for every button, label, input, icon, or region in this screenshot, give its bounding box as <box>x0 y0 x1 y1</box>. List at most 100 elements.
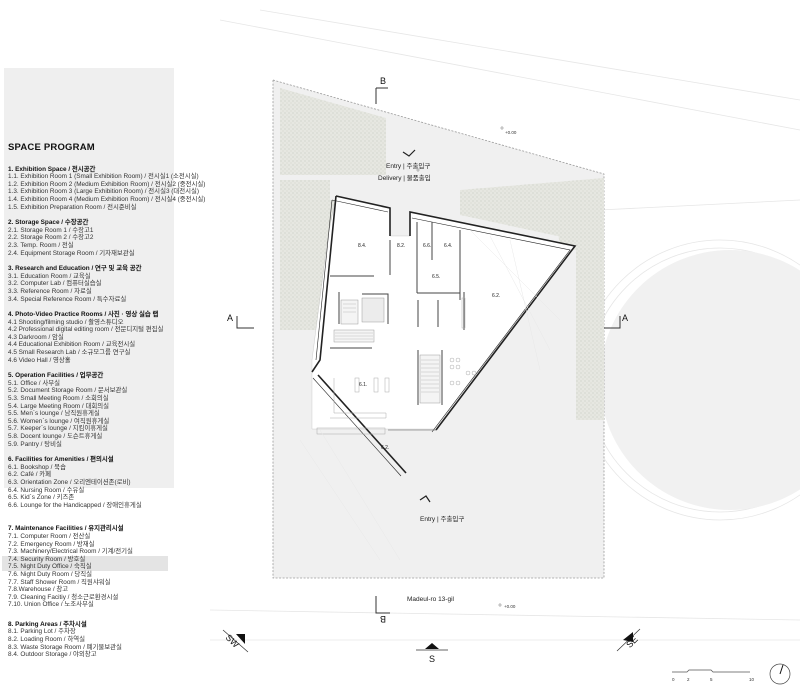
stair-treads <box>335 303 439 393</box>
section-heading: 4. Photo-Video Practice Rooms / 사진 · 영상 … <box>8 311 159 319</box>
legend-item: 7.3. Machinery/Electrical Room / 기계/전기실 <box>8 548 133 556</box>
delivery-label: Delivery | 물품출입 <box>378 175 431 182</box>
legend-item: 5.1. Office / 사무실 <box>8 379 60 387</box>
legend-item: 6.1. Bookshop / 북숍 <box>8 463 66 471</box>
legend-item: 7.5. Night Duty Office / 숙직실 <box>2 563 168 571</box>
legend-section-research: 3. Research and Education / 연구 및 교육 공간 3… <box>8 265 238 303</box>
legend-item: 1.3. Exhibition Room 3 (Large Exhibition… <box>8 188 200 196</box>
legend-item: 6.3. Orientation Zone / 오리엔테이션존(로비) <box>8 478 131 486</box>
legend-item: 8.4. Outdoor Storage / 야외창고 <box>8 651 97 659</box>
legend-item: 5.9. Pantry / 탕비실 <box>8 440 62 448</box>
section-heading: 1. Exhibition Space / 전시공간 <box>8 165 96 173</box>
legend-item: 7.9. Cleaning Facitiy / 청소근로환경시설 <box>8 593 119 601</box>
street-name-label: Madeul-ro 13-gil <box>407 596 454 603</box>
legend-section-amenities: 6. Facilities for Amenities / 편의시설 6.1. … <box>8 456 238 509</box>
section-heading: 8. Parking Areas / 주차시설 <box>8 620 87 628</box>
legend-item: 7.10. Union Office / 노조사무실 <box>8 601 94 609</box>
section-marker-top: B <box>380 76 387 86</box>
scale-bar <box>672 669 750 673</box>
north-arrow-icon <box>769 663 791 685</box>
roof-rays <box>299 229 561 561</box>
legend-item: 6.4. Nursing Room / 수유실 <box>8 486 85 494</box>
legend-item: 4.3 Darkroom / 암실 <box>8 333 64 341</box>
section-heading: 5. Operation Facilities / 업무공간 <box>8 372 104 380</box>
legend-item: 7.7. Staff Shower Room / 직원샤워실 <box>8 578 111 586</box>
legend-item: 2.3. Temp. Room / 전실 <box>8 241 74 249</box>
legend-item: 8.1. Parking Lot / 주차장 <box>8 628 76 636</box>
furniture <box>316 297 477 435</box>
legend-item: 3.2. Computer Lab / 컴퓨터실습실 <box>8 280 102 288</box>
legend-item: 6.5. Kid`s Zone / 키즈존 <box>8 494 75 502</box>
section-heading: 2. Storage Space / 수장공간 <box>8 219 89 227</box>
legend-item: 2.1. Storage Room 1 / 수장고1 <box>8 226 94 234</box>
legend-item: 1.1. Exhibition Room 1 (Small Exhibition… <box>8 173 199 181</box>
legend-item: 2.2. Storage Room 2 / 수장고2 <box>8 234 94 242</box>
level-mark-label: +0.00 <box>505 130 517 135</box>
legend-item: 4.4 Educational Exhibition Room / 교육전시실 <box>8 341 136 349</box>
legend-item: 5.7. Keeper`s lounge / 지킴이휴게실 <box>8 425 108 433</box>
room-label: 6.2. <box>381 445 390 451</box>
legend-item: 8.3. Waste Storage Room / 폐기물보관실 <box>8 643 122 651</box>
room-label: 6.5. <box>432 274 441 280</box>
room-label: 6.6. <box>423 243 432 249</box>
legend-item: 5.5. Men`s lounge / 남직원휴게실 <box>8 410 100 418</box>
scale-tick: 0 <box>672 677 675 682</box>
legend-section-exhibition: 1. Exhibition Space / 전시공간 1.1. Exhibiti… <box>8 166 238 212</box>
legend-item: 1.2. Exhibition Room 2 (Medium Exhibitio… <box>8 180 206 188</box>
legend-section-storage: 2. Storage Space / 수장공간 2.1. Storage Roo… <box>8 219 238 257</box>
legend-item: 7.8.Warehouse / 창고 <box>8 586 69 594</box>
scale-tick: 10 <box>749 677 755 682</box>
legend-item: 6.6. Lounge for the Handicapped / 장애인휴게실 <box>8 501 142 509</box>
legend-item: 5.2. Document Storage Room / 문서보관실 <box>8 387 128 395</box>
north-entry-label: Entry | 주출입구 <box>386 163 431 170</box>
scale-tick: 2 <box>687 677 690 682</box>
legend-item: 5.4. Large Meeting Room / 대회의실 <box>8 402 109 410</box>
south-entry-label: Entry | 주출입구 <box>420 516 465 523</box>
legend-item: 2.4. Equipment Storage Room / 기자재보관실 <box>8 249 135 257</box>
legend-item: 7.6. Night Duty Room / 당직실 <box>8 570 93 578</box>
room-label: 6.4. <box>444 243 453 249</box>
legend-item: 4.6 Video Hall / 영상홀 <box>8 356 71 364</box>
entry-arrow-icon <box>419 495 431 503</box>
legend-section-maintenance: 7. Maintenance Facilities / 유지관리시설 7.1. … <box>2 525 238 609</box>
room-label: 6.1. <box>359 382 368 388</box>
legend-item: 7.1. Computer Room / 전산실 <box>8 532 91 540</box>
legend-title: SPACE PROGRAM <box>8 142 95 153</box>
section-heading: 6. Facilities for Amenities / 편의시설 <box>8 456 114 464</box>
legend-item: 3.1. Education Room / 교육실 <box>8 272 91 280</box>
legend-item: 7.2. Emergency Room / 방재실 <box>8 540 95 548</box>
hatch-ne <box>555 196 600 250</box>
orientation-s-label: S <box>429 654 436 664</box>
interior-partitions <box>330 222 465 405</box>
section-marker-bottom: B <box>380 614 387 624</box>
legend-panel-background <box>4 68 174 488</box>
legend-item: 3.4. Special Reference Room / 특수자료실 <box>8 295 127 303</box>
section-marker-right: A <box>622 313 629 323</box>
legend-section-photo-video: 4. Photo-Video Practice Rooms / 사진 · 영상 … <box>8 311 238 364</box>
legend-section-parking: 8. Parking Areas / 주차시설 8.1. Parking Lot… <box>8 621 238 659</box>
space-program-legend: SPACE PROGRAM 1. Exhibition Space / 전시공간… <box>2 142 238 667</box>
legend-item: 4.1 Shooting/filming studio / 촬영스튜디오 <box>8 318 124 326</box>
room-label: 8.4. <box>358 243 367 249</box>
building-walls <box>311 195 577 477</box>
level-mark-label: +0.00 <box>504 604 516 609</box>
legend-item: 4.5 Small Research Lab / 소규모그룹 연구실 <box>8 349 131 357</box>
legend-item: 6.2. Café / 카페 <box>8 471 52 479</box>
legend-item: 7.4. Security Room / 방호실 <box>2 555 168 564</box>
section-heading: 7. Maintenance Facilities / 유지관리시설 <box>8 525 124 533</box>
room-label: 6.2. <box>492 293 501 299</box>
legend-section-operation: 5. Operation Facilities / 업무공간 5.1. Offi… <box>8 372 238 448</box>
room-label: 8.2. <box>397 243 406 249</box>
legend-item: 5.8. Docent lounge / 도슨트휴게실 <box>8 433 103 440</box>
section-lines <box>236 87 621 614</box>
legend-item: 1.4. Exhibition Room 4 (Medium Exhibitio… <box>8 195 206 203</box>
round-building <box>600 250 800 510</box>
legend-item: 3.3. Reference Room / 자료실 <box>8 287 92 295</box>
scale-tick: 5 <box>710 677 713 682</box>
legend-item: 5.3. Small Meeting Room / 소회의실 <box>8 395 109 403</box>
legend-item: 8.2. Loading Room / 하역실 <box>8 636 85 644</box>
hatch-nw-upper <box>280 88 386 175</box>
section-heading: 3. Research and Education / 연구 및 교육 공간 <box>8 265 142 273</box>
